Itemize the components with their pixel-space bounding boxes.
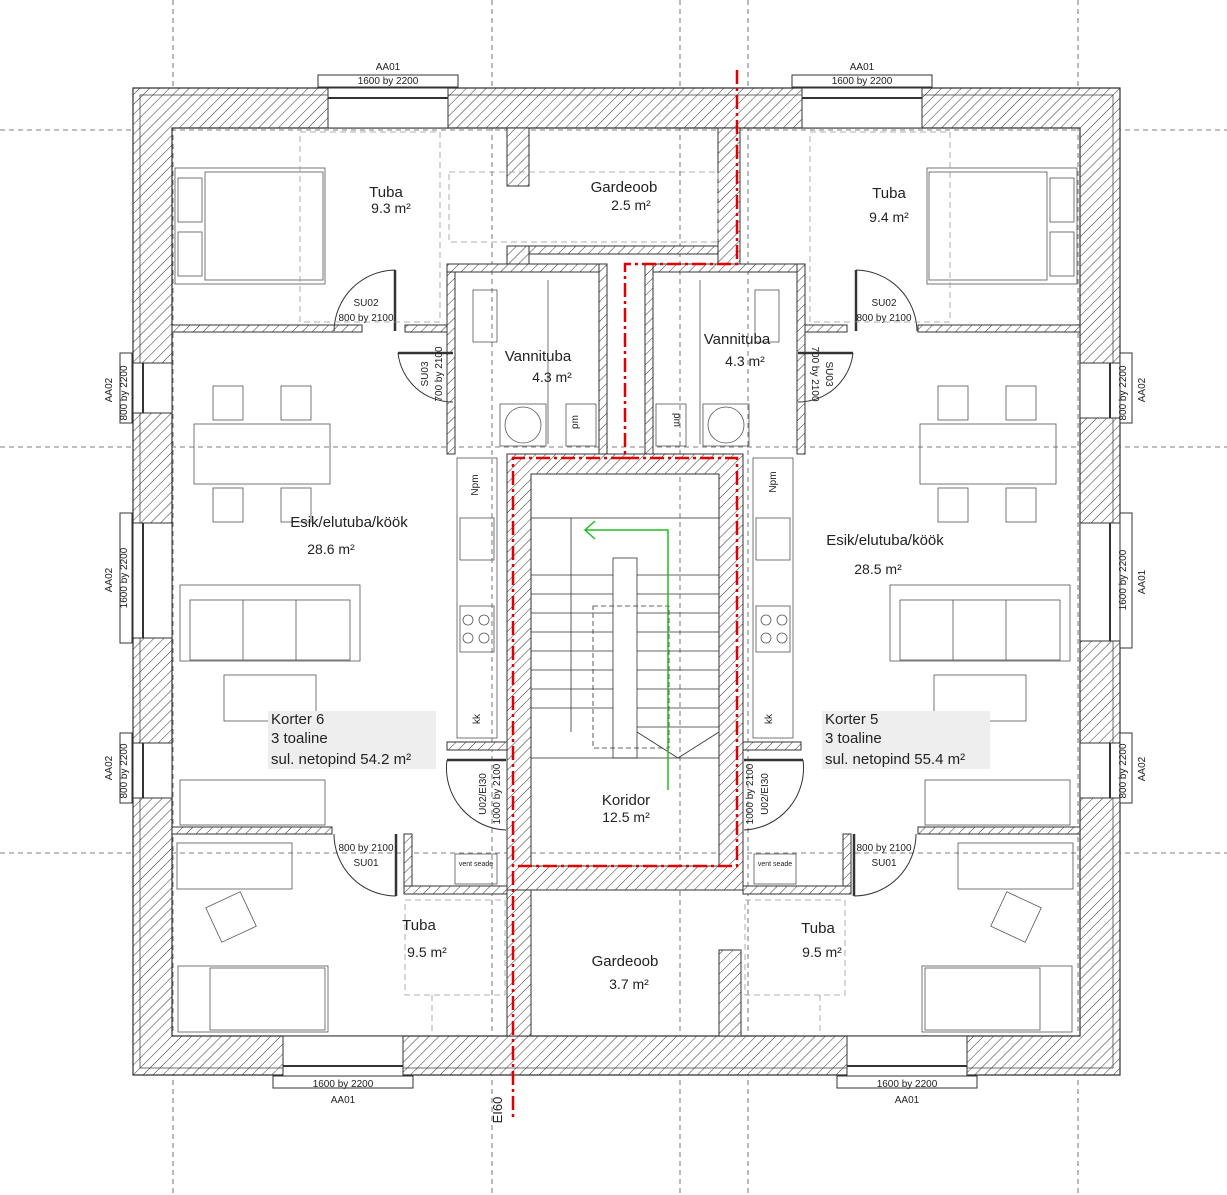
apartment-right-title: Korter 5 (825, 711, 878, 728)
outer-walls (132, 87, 1121, 1076)
overhead-outlines (299, 131, 951, 1036)
pm-label-right: pm (671, 413, 682, 427)
npm-label-right: Npm (768, 471, 779, 492)
room-name-gardeoob-top: Gardeoob (591, 179, 658, 196)
window-size-bottom-left: 1600 by 2200 (313, 1079, 374, 1090)
room-name-koridor: Koridor (602, 792, 650, 809)
door-size-u02-left: 1000 by 2100 (492, 763, 503, 824)
window-tag-top-left: AA01 (376, 62, 401, 73)
window-size-top-left: 1600 by 2200 (358, 76, 419, 87)
room-area-vannituba-r: 4.3 m² (725, 353, 765, 369)
room-area-koridor: 12.5 m² (602, 809, 650, 825)
window-tag-top-right: AA01 (850, 62, 875, 73)
room-area-vannituba-l: 4.3 m² (532, 369, 572, 385)
window-size-right-2: 1600 by 2200 (1118, 549, 1129, 610)
apartment-right-area: sul. netopind 55.4 m² (825, 751, 965, 768)
door-tag-su03-right: SU03 (823, 361, 834, 386)
room-name-vannituba-l: Vannituba (505, 348, 572, 365)
window-tag-bottom-right: AA01 (895, 1095, 920, 1106)
apartment-left-rooms: 3 toaline (271, 730, 328, 747)
window-size-left-1: 800 by 2200 (119, 365, 130, 420)
apartment-left-area: sul. netopind 54.2 m² (271, 751, 411, 768)
room-area-esik-l: 28.6 m² (307, 541, 355, 557)
window-size-right-3: 800 by 2200 (1118, 743, 1129, 798)
room-name-esik-l: Esik/elutuba/köök (290, 514, 408, 531)
kk-label-left: kk (472, 713, 483, 724)
window-tag-right-3: AA02 (1137, 756, 1148, 781)
room-labels: Tuba 9.3 m² Gardeoob 2.5 m² Tuba 9.4 m² … (290, 179, 944, 992)
fire-compartment-line (511, 70, 739, 1120)
door-tag-u02-right: U02/EI30 (760, 773, 771, 815)
pm-label-left: pm (570, 415, 581, 429)
door-labels: SU02 800 by 2100 SU02 800 by 2100 SU03 7… (338, 298, 911, 869)
window-size-right-1: 800 by 2200 (1118, 365, 1129, 420)
door-size-su03-right: 700 by 2100 (809, 346, 820, 401)
door-size-su01-left: 800 by 2100 (338, 843, 393, 854)
room-area-gardeoob-bottom: 3.7 m² (609, 976, 649, 992)
doors (333, 269, 918, 897)
kk-label-right: kk (764, 713, 775, 724)
room-name-tuba-tl: Tuba (369, 184, 403, 201)
door-tag-su03-left: SU03 (420, 361, 431, 386)
vent-label-left: vent seade (459, 861, 493, 868)
interior-walls (171, 127, 1081, 1037)
window-size-left-2: 1600 by 2200 (119, 547, 130, 608)
window-tag-left-2: AA02 (104, 567, 115, 592)
stair-direction-arrow (583, 520, 669, 790)
room-name-gardeoob-bottom: Gardeoob (592, 953, 659, 970)
door-size-u02-right: 1000 by 2100 (745, 763, 756, 824)
furniture (174, 167, 1078, 1033)
door-size-su03-left: 700 by 2100 (434, 346, 445, 401)
door-tag-u02-left: U02/EI30 (478, 773, 489, 815)
room-name-tuba-br: Tuba (801, 920, 835, 937)
fixture-labels: Npm Npm kk kk pm pm vent seade vent sead… (459, 413, 792, 868)
room-area-tuba-tl: 9.3 m² (371, 200, 411, 216)
window-tag-right-1: AA02 (1137, 377, 1148, 402)
room-area-gardeoob-top: 2.5 m² (611, 197, 651, 213)
door-size-su02-left: 800 by 2100 (338, 313, 393, 324)
vent-label-right: vent seade (758, 861, 792, 868)
apartment-left-title: Korter 6 (271, 711, 324, 728)
window-labels: AA01 1600 by 2200 AA01 1600 by 2200 1600… (104, 62, 1148, 1106)
room-name-vannituba-r: Vannituba (704, 331, 771, 348)
door-tag-su01-right: SU01 (871, 858, 896, 869)
windows (119, 74, 1133, 1089)
window-size-left-3: 800 by 2200 (119, 743, 130, 798)
room-name-esik-r: Esik/elutuba/köök (826, 532, 944, 549)
window-size-top-right: 1600 by 2200 (832, 76, 893, 87)
room-area-tuba-br: 9.5 m² (802, 944, 842, 960)
window-tag-right-2: AA01 (1137, 569, 1148, 594)
apartment-right-rooms: 3 toaline (825, 730, 882, 747)
window-size-bottom-right: 1600 by 2200 (877, 1079, 938, 1090)
window-tag-left-3: AA02 (104, 755, 115, 780)
room-area-esik-r: 28.5 m² (854, 561, 902, 577)
door-tag-su02-right: SU02 (871, 298, 896, 309)
room-area-tuba-tr: 9.4 m² (869, 209, 909, 225)
apartment-labels: Korter 6 3 toaline sul. netopind 54.2 m²… (268, 711, 990, 769)
door-tag-su02-left: SU02 (353, 298, 378, 309)
door-tag-su01-left: SU01 (353, 858, 378, 869)
door-size-su02-right: 800 by 2100 (856, 313, 911, 324)
window-tag-left-1: AA02 (104, 377, 115, 402)
staircase (530, 517, 720, 759)
room-name-tuba-bl: Tuba (402, 917, 436, 934)
fire-rating-label: EI60 (490, 1097, 505, 1124)
door-size-su01-right: 800 by 2100 (856, 843, 911, 854)
npm-label-left: Npm (470, 474, 481, 495)
room-name-tuba-tr: Tuba (872, 185, 906, 202)
window-tag-bottom-left: AA01 (331, 1095, 356, 1106)
room-area-tuba-bl: 9.5 m² (407, 944, 447, 960)
